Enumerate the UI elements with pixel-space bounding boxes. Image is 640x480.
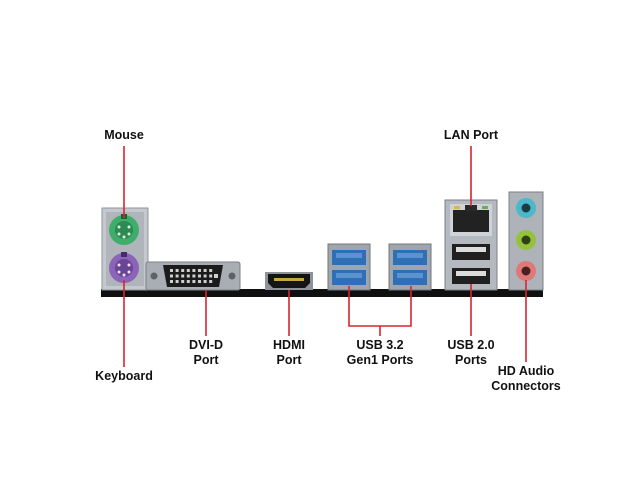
dvi-pin [181, 269, 185, 272]
pcb-board [101, 289, 543, 297]
dvi-pin [203, 280, 207, 283]
label-mouse: Mouse [104, 128, 144, 142]
dvi-pin-blade [214, 274, 218, 278]
dvi-pin [198, 280, 201, 283]
label-lan: LAN Port [443, 128, 499, 142]
label-hdmi-line1: HDMI [273, 338, 305, 352]
dvi-pin [170, 280, 173, 283]
usb-2-stack-icon [452, 244, 490, 284]
dvi-pin [175, 269, 179, 272]
dvi-pin [198, 274, 201, 278]
label-dvi-line2: Port [193, 353, 219, 367]
dvi-pin [209, 280, 213, 283]
audio-jack-icon [508, 191, 544, 291]
dvi-pin [186, 280, 190, 283]
label-hdmi-line2: Port [276, 353, 302, 367]
label-audio: HD Audio Connectors [476, 364, 576, 394]
dvi-pin [175, 280, 179, 283]
dvi-pin [170, 274, 173, 278]
label-dvi: DVI-D Port [171, 338, 241, 368]
dvi-connector-icon [145, 261, 241, 291]
dvi-pin [170, 269, 173, 272]
dvi-pin [186, 274, 190, 278]
label-usb20-line1: USB 2.0 [447, 338, 495, 352]
hdmi-connector-icon [265, 272, 313, 290]
dvi-pin [192, 280, 196, 283]
dvi-pin [209, 269, 213, 272]
dvi-pin [186, 269, 190, 272]
dvi-pin [181, 280, 185, 283]
ps2-keyboard-port [109, 252, 139, 283]
label-dvi-line1: DVI-D [188, 338, 224, 352]
label-usb32-line1: USB 3.2 [356, 338, 404, 352]
label-usb20: USB 2.0 Ports [436, 338, 506, 368]
dvi-pin [203, 269, 207, 272]
dvi-pin [209, 274, 213, 278]
label-hdmi: HDMI Port [259, 338, 319, 368]
usb32-stack-right [388, 243, 432, 291]
ps2-port-block [101, 207, 149, 291]
usb-3-stack-icon [327, 243, 432, 291]
dvi-pin [192, 274, 196, 278]
dvi-pin [175, 274, 179, 278]
leader-lines [123, 146, 527, 367]
label-usb20-line2: Ports [455, 353, 487, 367]
rj45-jack-icon [450, 204, 492, 236]
label-audio-line2: Connectors [491, 379, 561, 393]
dvi-pin [181, 274, 185, 278]
dvi-pin [192, 269, 196, 272]
lan-usb2-stack [444, 199, 498, 291]
label-usb32: USB 3.2 Gen1 Ports [335, 338, 425, 368]
dvi-pin [203, 274, 207, 278]
usb32-stack-left [327, 243, 371, 291]
label-usb32-line2: Gen1 Ports [346, 353, 414, 367]
label-audio-line1: HD Audio [497, 364, 555, 378]
label-keyboard: Keyboard [95, 369, 153, 383]
dvi-pin [198, 269, 201, 272]
